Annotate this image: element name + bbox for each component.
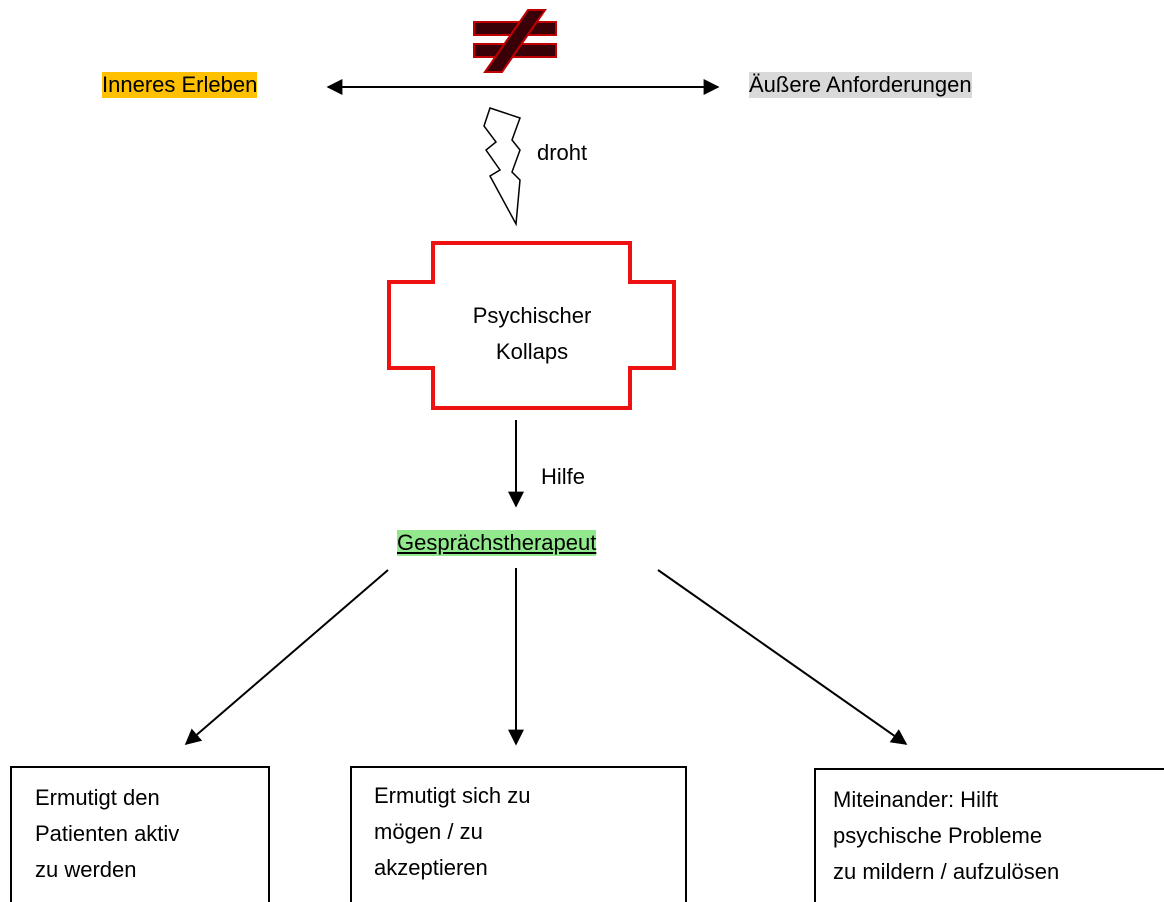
external-demands-label: Äußere Anforderungen [749,72,972,98]
threat-label: droht [537,140,588,165]
outcome-box-accept: Ermutigt sich zu mögen / zu akzeptieren [350,766,687,902]
branch-arrow-right [657,569,908,745]
collapse-label: Psychischer Kollaps [472,303,592,364]
therapist-label: Gesprächstherapeut [397,530,597,556]
outcome-box-resolve: Miteinander: Hilft psychische Probleme z… [814,768,1164,902]
inner-experience-label: Inneres Erleben [102,72,258,98]
collapse-shape [387,241,676,410]
branch-arrow-left [184,569,389,746]
outcome-box-activate: Ermutigt den Patienten aktiv zu werden [10,766,270,902]
not-equal-icon: ≠ [473,9,557,73]
lightning-bolt-icon [483,107,521,227]
help-label: Hilfe [541,464,586,489]
